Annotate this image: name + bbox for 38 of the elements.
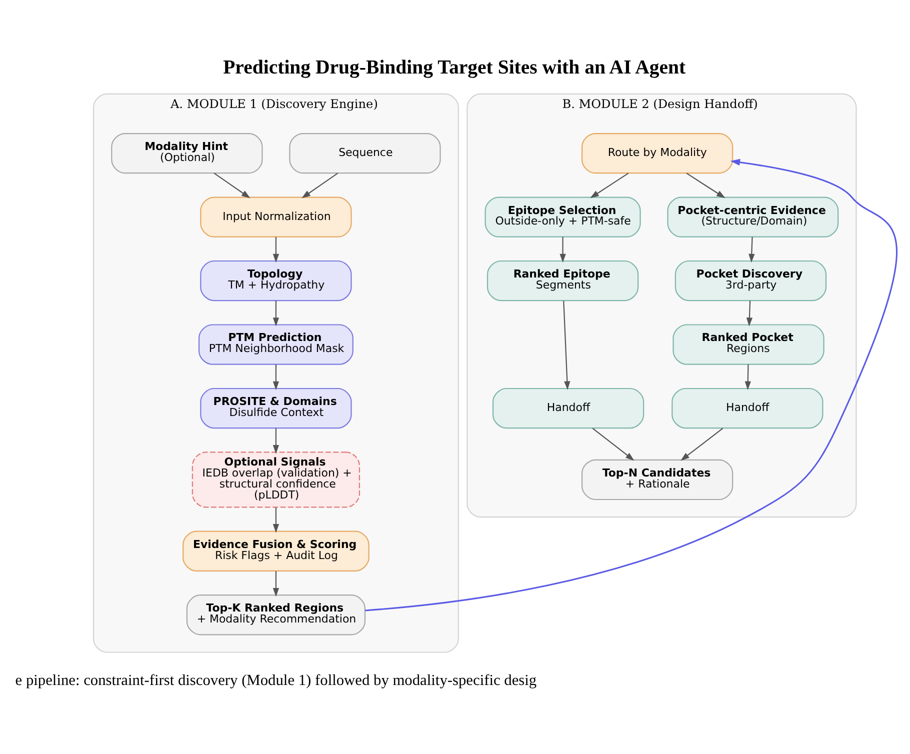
node-box: Ranked Pocket Regions <box>672 324 824 364</box>
arrow <box>563 300 570 390</box>
arrow <box>272 300 280 326</box>
arrow <box>680 427 724 460</box>
arrow <box>365 158 898 611</box>
node-box: Modality Hint (Optional) <box>111 132 263 174</box>
arrow <box>592 427 634 460</box>
caption: e pipeline: constraint-first discovery (Module 1) followed by modality-specific desig <box>15 671 537 688</box>
node-box: Sequence <box>289 132 441 174</box>
arrow <box>560 236 566 262</box>
node-box: Handoff <box>672 387 824 428</box>
arrow <box>272 570 280 596</box>
node-box: Handoff <box>492 387 644 428</box>
node-box: Pocket Discovery 3rd-party <box>674 260 827 301</box>
node-box: Optional Signals IEDB overlap (validation) + structural confidence (pLDDT) <box>192 451 360 508</box>
node-box: Top-N Candidates + Rationale <box>581 458 734 500</box>
arrow <box>272 506 280 532</box>
node-box: PTM Prediction PTM Neighborhood Mask <box>198 324 354 364</box>
arrow <box>272 364 280 390</box>
arrow <box>590 172 629 198</box>
diagram-title: Predicting Drug-Binding Target Sites with an AI Agent <box>223 56 686 78</box>
arrow <box>272 428 280 454</box>
node-box: Input Normalization <box>200 196 352 237</box>
arrow <box>302 172 338 198</box>
arrow <box>272 236 280 262</box>
node-box: Epitope Selection Outside-only + PTM-safe <box>484 196 641 237</box>
arrow <box>744 364 751 390</box>
node-box: Topology TM + Hydropathy <box>200 260 352 301</box>
arrow <box>214 172 250 198</box>
arrow <box>686 172 726 198</box>
node-box: PROSITE & Domains Disulfide Context <box>200 387 352 428</box>
node-box: Top-K Ranked Regions + Modality Recommendation <box>186 594 366 635</box>
arrow <box>748 236 755 262</box>
node-box: Evidence Fusion & Scoring Risk Flags + Audit Log <box>182 530 370 571</box>
node-box: Route by Modality <box>581 132 734 174</box>
arrow <box>746 300 753 326</box>
node-box: Pocket-centric Evidence (Structure/Domain) <box>667 196 839 237</box>
node-box: Ranked Epitope Segments <box>486 260 639 301</box>
